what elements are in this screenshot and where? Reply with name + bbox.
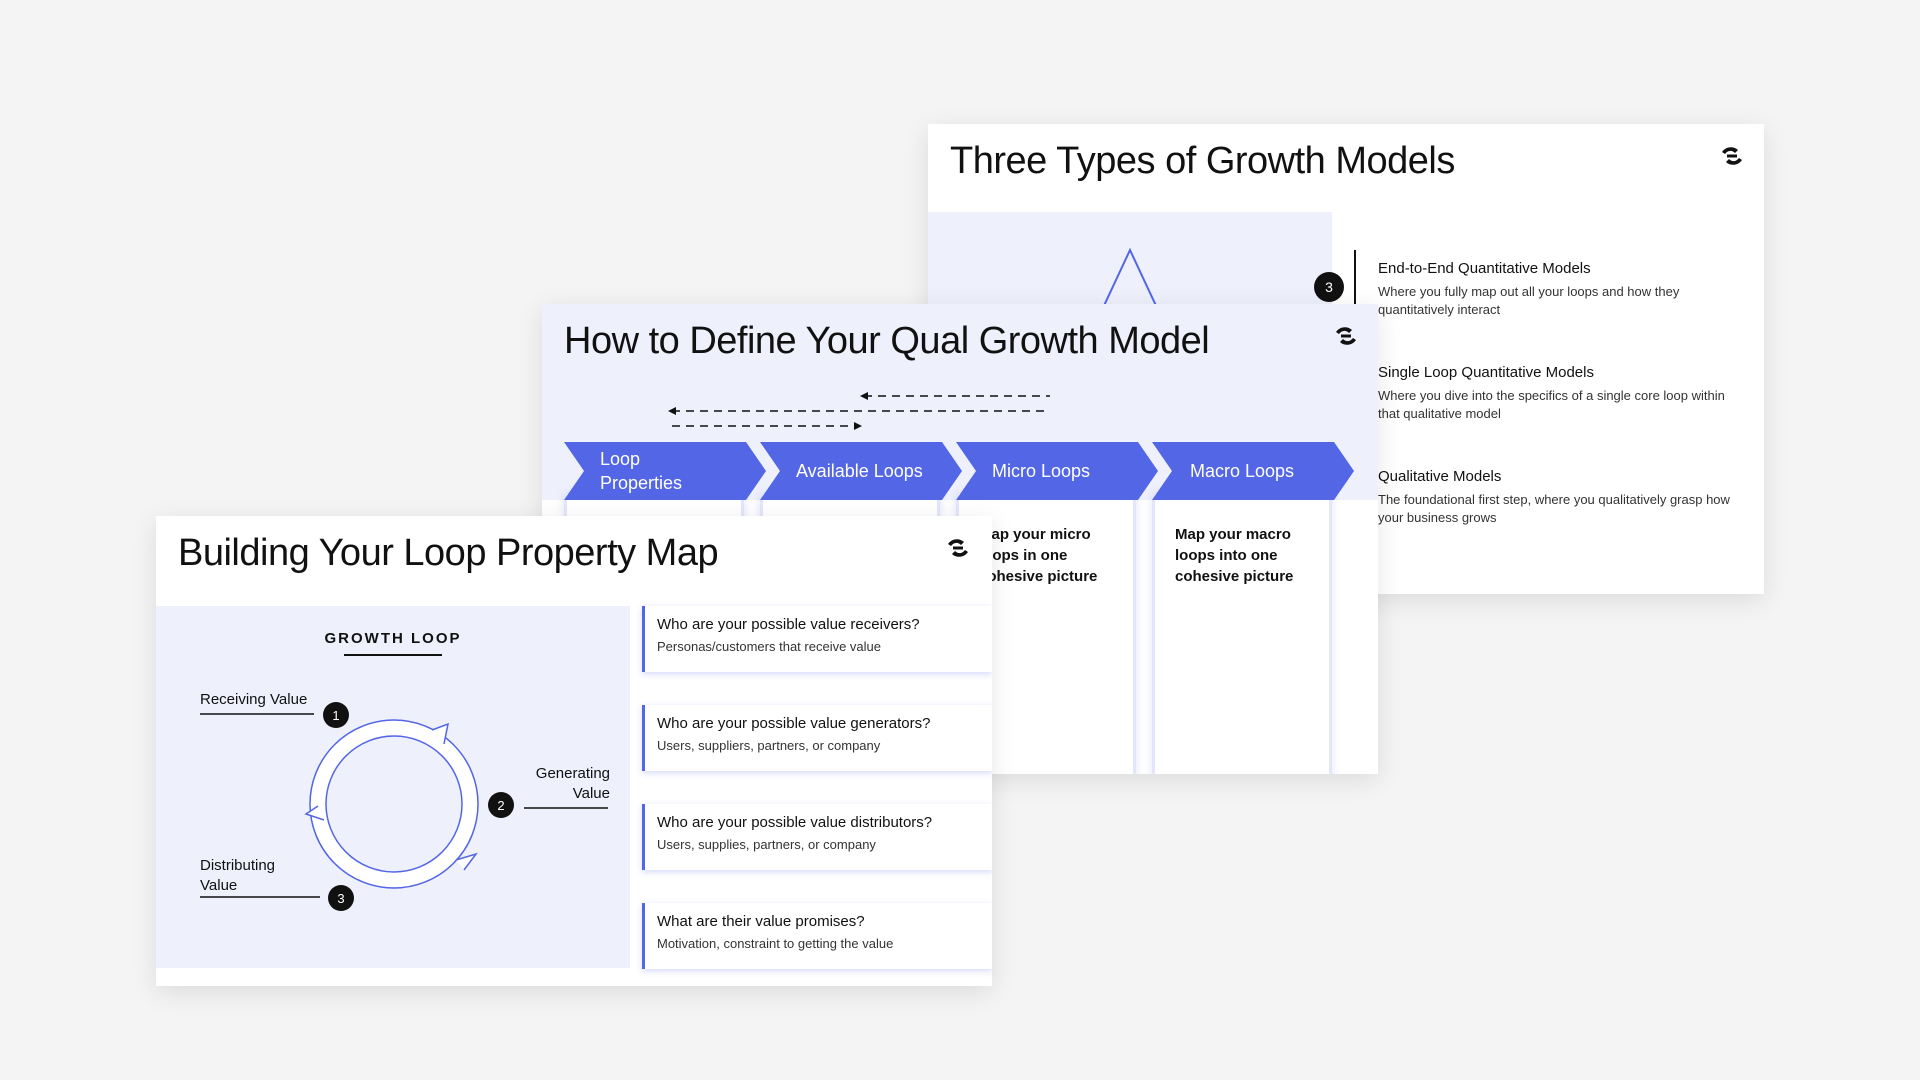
step-label: Micro Loops [992, 461, 1091, 481]
slide-title: Building Your Loop Property Map [178, 532, 719, 574]
step-label: Loop Properties [600, 449, 683, 493]
brand-logo-icon [1722, 147, 1742, 165]
loop-ring-inner [325, 735, 463, 873]
question-title: Who are your possible value generators? [657, 715, 931, 732]
brand-logo-icon [948, 539, 968, 557]
question-card-value-promises: What are their value promises? Motivatio… [642, 903, 992, 969]
step-card-text: Map your micro loops in one cohesive pic… [979, 526, 1098, 585]
heading-underline [344, 654, 442, 656]
question-title: What are their value promises? [657, 913, 865, 930]
question-title: Who are your possible value receivers? [657, 616, 920, 633]
model-title: End-to-End Quantitative Models [1378, 260, 1591, 277]
diagram-heading: GROWTH LOOP [324, 630, 462, 647]
model-desc: The foundational first step, where you q… [1378, 492, 1730, 525]
model-item-end-to-end: End-to-End Quantitative Models Where you… [1378, 260, 1738, 319]
model-item-qualitative: Qualitative Models The foundational firs… [1378, 468, 1738, 527]
stage-label-distributing: Distributing Value [200, 857, 276, 894]
loop-arrow-icon [455, 852, 478, 871]
divider [1354, 250, 1356, 304]
growth-loop-panel: GROWTH LOOP 1 2 3 Receiving Value Genera… [156, 606, 630, 968]
chevron-step-3 [956, 442, 1158, 500]
model-item-single-loop: Single Loop Quantitative Models Where yo… [1378, 364, 1738, 423]
slide-loop-property-map: Building Your Loop Property Map GROWTH L… [156, 516, 992, 986]
question-card-receivers: Who are your possible value receivers? P… [642, 606, 992, 672]
pyramid-apex [1100, 247, 1160, 311]
step-card-macro-loops: Map your macro loops into one cohesive p… [1152, 494, 1332, 774]
flow-arrows [668, 392, 1050, 430]
chevron-step-4 [1152, 442, 1354, 500]
question-subtitle: Users, suppliers, partners, or company [657, 738, 881, 753]
question-title: Who are your possible value distributors… [657, 814, 933, 831]
stage-badge-1: 1 [323, 702, 349, 728]
stage-label-generating: Generating Value [535, 765, 610, 802]
step-label: Available Loops [796, 461, 923, 481]
question-card-generators: Who are your possible value generators? … [642, 705, 992, 771]
question-subtitle: Personas/customers that receive value [657, 639, 881, 654]
slide-title: How to Define Your Qual Growth Model [564, 320, 1210, 362]
growth-loop-diagram [200, 713, 608, 898]
step-label: Macro Loops [1190, 461, 1295, 481]
model-title: Qualitative Models [1378, 468, 1502, 485]
slide-title: Three Types of Growth Models [950, 140, 1455, 182]
model-desc: Where you dive into the specifics of a s… [1378, 388, 1725, 421]
question-subtitle: Motivation, constraint to getting the va… [657, 936, 894, 951]
stage-label-receiving: Receiving Value [200, 691, 308, 708]
stage-badge-2: 2 [488, 792, 514, 818]
chevron-step-2 [760, 442, 962, 500]
model-desc: Where you fully map out all your loops a… [1378, 284, 1680, 317]
stage-badge-3: 3 [328, 885, 354, 911]
question-subtitle: Users, supplies, partners, or company [657, 837, 876, 852]
model-title: Single Loop Quantitative Models [1378, 364, 1594, 381]
arrow-head-right-icon [854, 422, 862, 430]
step-card-text: Map your macro loops into one cohesive p… [1175, 526, 1294, 585]
brand-logo-icon [1336, 327, 1356, 345]
question-card-distributors: Who are your possible value distributors… [642, 804, 992, 870]
arrow-head-left-icon [860, 392, 868, 400]
arrow-head-left-icon [668, 407, 676, 415]
step-badge: 3 [1314, 272, 1344, 302]
chevron-step-1 [564, 442, 766, 500]
loop-arrow-icon [431, 722, 450, 745]
loop-arrow-icon [304, 805, 325, 821]
